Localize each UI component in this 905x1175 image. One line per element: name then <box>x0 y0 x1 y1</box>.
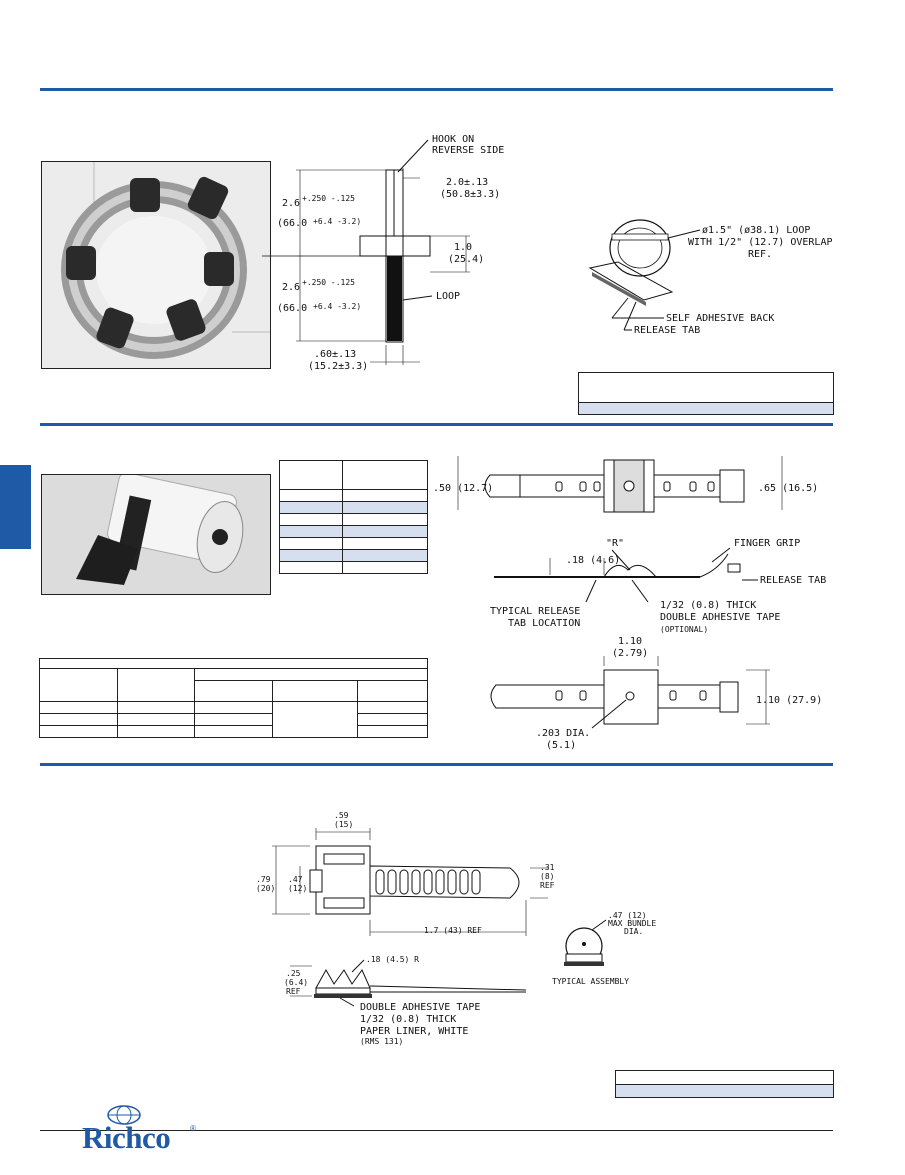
label-max-bundle-2: MAX BUNDLE <box>608 919 656 928</box>
label-rms: (RMS 131) <box>360 1037 403 1046</box>
typical-assembly-drawing <box>564 927 604 966</box>
label-self-adhesive: SELF ADHESIVE BACK <box>666 313 774 324</box>
dim-width-bottom: .60±.13 <box>314 349 356 360</box>
dim-side-height: .25 <box>286 969 301 978</box>
info-box-1-shade <box>579 402 833 414</box>
label-double-tape: DOUBLE ADHESIVE TAPE <box>660 612 780 623</box>
label-max-bundle: .47 (12) <box>608 911 647 920</box>
dim-height-right: .65 (16.5) <box>758 483 818 494</box>
label-release-tab: RELEASE TAB <box>634 325 700 336</box>
dim-width-bottom-mm: (15.2±3.3) <box>308 361 368 372</box>
dim-length-upper-tol: +.250 -.125 <box>302 194 355 203</box>
dim-tail-height: .31 <box>540 863 555 872</box>
dim-width-top-mm: (50.8±3.3) <box>440 189 500 200</box>
info-box-3 <box>615 1070 834 1098</box>
strap-side-view <box>494 553 741 578</box>
section-rule-1 <box>40 88 833 91</box>
spec-table-2a <box>279 460 428 574</box>
spec-table-2b <box>39 658 428 738</box>
tie-side-view <box>314 968 527 998</box>
label-release-tab-2: RELEASE TAB <box>760 575 826 586</box>
dim-center-height-mm: (25.4) <box>448 254 484 265</box>
dim-height-inner: .47 <box>288 875 303 884</box>
brand-name: Richco <box>82 1120 171 1155</box>
section-rule-3 <box>40 763 833 766</box>
info-box-1 <box>578 372 834 415</box>
drawing-section-2: .50 (12.7) .65 (16.5) .18 (4.6) "R" FING… <box>433 456 826 751</box>
label-overlap: WITH 1/2" (12.7) OVERLAP <box>688 237 833 248</box>
dim-pad-width-mm: (2.79) <box>612 648 648 659</box>
dim-offset: .18 (4.6) <box>566 555 620 566</box>
dim-length-upper-mm: (66.0 <box>277 218 307 229</box>
label-ref: REF. <box>748 249 772 260</box>
globe-icon <box>107 1105 141 1125</box>
strap-pad-view <box>490 669 739 725</box>
dim-length-lower: 2.6 <box>282 282 300 293</box>
section-rule-2 <box>40 423 833 426</box>
dim-side-height-mm: (6.4) <box>284 978 308 987</box>
dim-top-width-mm: (15) <box>334 820 353 829</box>
label-r: "R" <box>606 538 624 549</box>
cylinder-illustration <box>76 475 244 585</box>
brand-logo: Richco ® <box>82 1104 202 1156</box>
info-box-3-shade <box>616 1084 833 1097</box>
dim-hole-dia-mm: (5.1) <box>546 740 576 751</box>
drawing-section-3: .59 (15) .79 (20) .47 (12) .31 (8) REF 1… <box>256 811 656 1046</box>
dim-length-upper-mm-tol: +6.4 -3.2) <box>313 217 361 226</box>
dim-pad-height: 1.10 (27.9) <box>756 695 822 706</box>
dim-center-height: 1.0 <box>454 242 472 253</box>
label-thick-3: 1/32 (0.8) THICK <box>360 1014 456 1025</box>
label-double-tape-3: DOUBLE ADHESIVE TAPE <box>360 1002 480 1013</box>
dim-tail-height-mm: (8) <box>540 872 554 881</box>
section-side-tab <box>0 465 31 549</box>
tie-top-view <box>309 845 520 915</box>
dim-height-outer-mm: (20) <box>256 884 275 893</box>
label-paper-liner: PAPER LINER, WHITE <box>360 1026 468 1037</box>
dim-pad-width: 1.10 <box>618 636 642 647</box>
dim-length-lower-mm: (66.0 <box>277 303 307 314</box>
product-photo-loop-ring <box>41 161 271 369</box>
drawing-section-1: HOOK ON REVERSE SIDE 2.0±.13 (50.8±3.3) … <box>262 134 833 372</box>
footer-rule <box>40 1130 833 1131</box>
label-hook-on: HOOK ON <box>432 134 474 145</box>
label-reverse-side: REVERSE SIDE <box>432 145 504 156</box>
dim-top-width: .59 <box>334 811 349 820</box>
label-loop-dia: ø1.5" (ø38.1) LOOP <box>702 225 810 236</box>
dim-width-top: 2.0±.13 <box>446 177 488 188</box>
dim-height-outer: .79 <box>256 875 271 884</box>
dim-height-inner-mm: (12) <box>288 884 307 893</box>
dim-length: 1.7 (43) REF <box>424 926 482 935</box>
label-loop: LOOP <box>436 291 460 302</box>
dim-length-upper: 2.6 <box>282 198 300 209</box>
product-photo-cylinder <box>41 474 271 595</box>
dim-height-left: .50 (12.7) <box>433 483 493 494</box>
ring-illustration <box>61 162 270 359</box>
label-optional: (OPTIONAL) <box>660 625 708 634</box>
dim-tail-ref: REF <box>540 881 555 890</box>
brand-reg-mark: ® <box>190 1124 196 1133</box>
dim-hole-dia: .203 DIA. <box>536 728 590 739</box>
label-max-bundle-3: DIA. <box>624 927 643 936</box>
loop-iso-drawing <box>588 219 674 306</box>
label-tab-location: TAB LOCATION <box>508 618 580 629</box>
label-typical-assembly: TYPICAL ASSEMBLY <box>552 977 629 986</box>
label-finger-grip: FINGER GRIP <box>734 538 800 549</box>
dim-radius: .18 (4.5) R <box>366 955 419 964</box>
dim-length-lower-tol: +.250 -.125 <box>302 278 355 287</box>
loop-segment <box>387 256 402 341</box>
dim-side-ref: REF <box>286 987 301 996</box>
dim-length-lower-mm-tol: +6.4 -3.2) <box>313 302 361 311</box>
strap-top-view <box>484 459 745 513</box>
label-typical-release: TYPICAL RELEASE <box>490 606 580 617</box>
label-thick: 1/32 (0.8) THICK <box>660 600 756 611</box>
